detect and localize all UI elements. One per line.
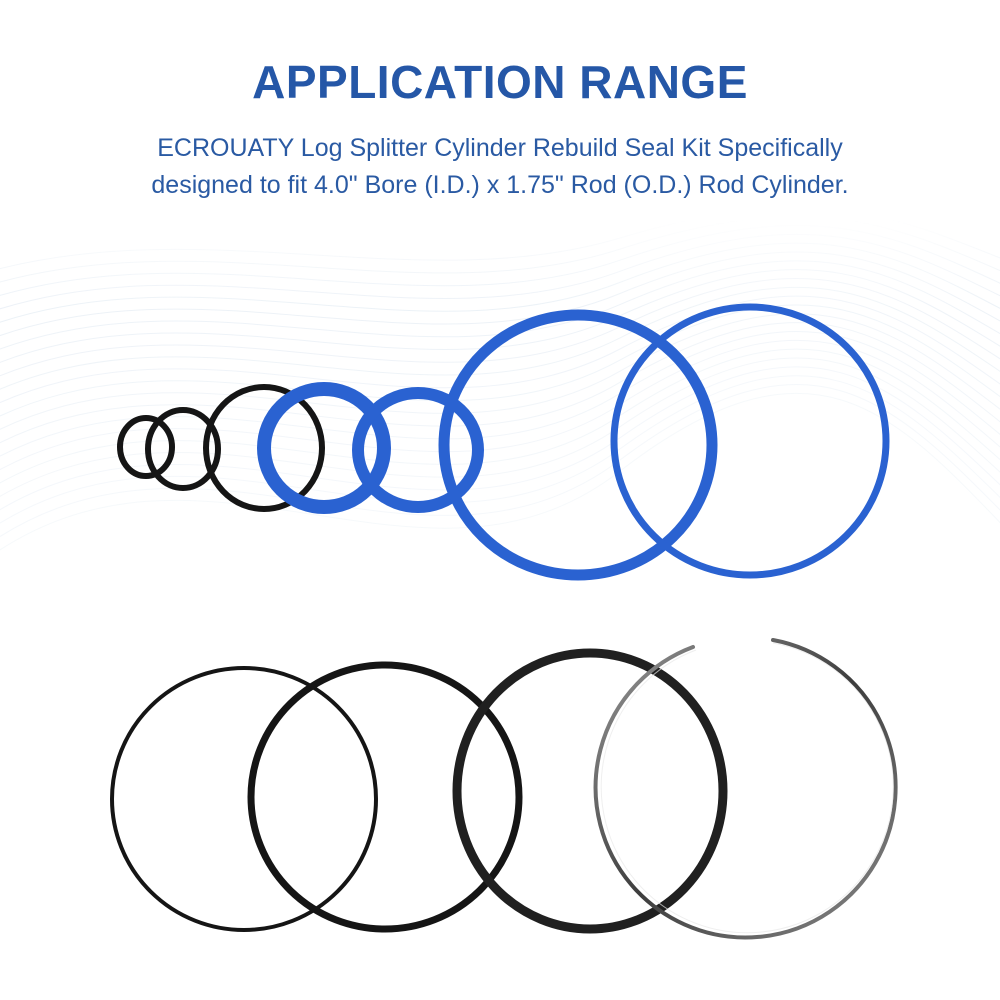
- snap-ring-icon: [593, 638, 898, 940]
- wave-line: [0, 295, 1000, 404]
- wave-line: [0, 286, 1000, 390]
- wave-line: [0, 207, 1000, 270]
- page-title: APPLICATION RANGE: [252, 56, 748, 108]
- blue-rod-seal-icon: [257, 382, 391, 514]
- small-o-ring-2-icon: [145, 407, 221, 491]
- wave-line: [0, 375, 1000, 524]
- large-blue-piston-seal-icon: [438, 309, 718, 581]
- large-blue-wear-ring-icon: [610, 303, 890, 579]
- large-o-ring-1-icon: [110, 666, 378, 932]
- description-line-1: ECROUATY Log Splitter Cylinder Rebuild S…: [157, 134, 843, 162]
- bottom-ring-row: [110, 638, 898, 940]
- wave-line: [0, 225, 1000, 297]
- wave-line: [0, 251, 1000, 337]
- wave-line: [0, 269, 1000, 364]
- wave-line: [0, 366, 1000, 511]
- wave-line: [0, 242, 1000, 323]
- wave-line: [0, 216, 1000, 283]
- wave-line: [0, 304, 1000, 417]
- large-o-ring-2-icon: [247, 661, 523, 933]
- wave-line: [0, 322, 1000, 444]
- large-o-ring-3-icon: [452, 648, 728, 934]
- background-waves: [0, 207, 1000, 551]
- wave-line: [0, 313, 1000, 431]
- wave-line: [0, 233, 1000, 310]
- description-line-2: designed to fit 4.0" Bore (I.D.) x 1.75"…: [151, 171, 849, 199]
- small-o-ring-1-icon: [117, 415, 175, 479]
- wave-line: [0, 331, 1000, 457]
- wave-line: [0, 277, 1000, 377]
- wave-line: [0, 392, 1000, 551]
- blue-wiper-seal-icon: [352, 387, 484, 513]
- top-ring-row: [117, 303, 890, 581]
- medium-o-ring-icon: [203, 384, 325, 512]
- product-description: ECROUATY Log Splitter Cylinder Rebuild S…: [40, 130, 960, 204]
